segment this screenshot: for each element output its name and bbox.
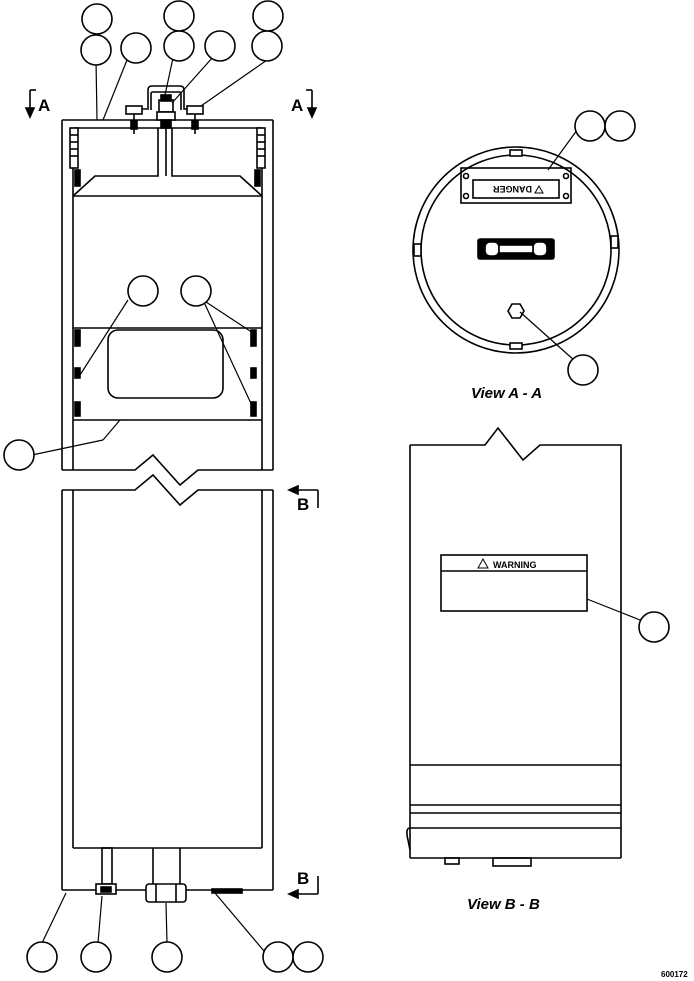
callout-balloon (120, 32, 152, 64)
callout-balloon (251, 30, 283, 62)
callout-balloon (262, 941, 294, 973)
section-marker-a-left: A (38, 96, 50, 115)
leader-lines (31, 56, 641, 952)
callout-balloon (204, 30, 236, 62)
warning-plate-text: WARNING (493, 560, 537, 570)
callout-balloon (567, 354, 599, 386)
callout-balloon (604, 110, 636, 142)
callout-balloon (80, 941, 112, 973)
view-aa-caption: View A - A (471, 385, 542, 402)
callout-balloons (3, 0, 670, 973)
callout-balloon (252, 0, 284, 32)
warning-triangle-icon (534, 184, 544, 194)
section-marker-b-top: B (297, 495, 309, 514)
callout-balloon (180, 275, 212, 307)
callout-balloon (638, 611, 670, 643)
callout-balloon (127, 275, 159, 307)
callout-balloon (80, 34, 112, 66)
section-marker-b-bottom: B (297, 869, 309, 888)
callout-balloon (163, 0, 195, 32)
view-aa-end-view (412, 146, 620, 354)
top-terminal-hardware (125, 85, 204, 176)
warning-triangle-icon (477, 557, 489, 569)
callout-balloon (81, 3, 113, 35)
callout-balloon (151, 941, 183, 973)
section-arrows (24, 89, 319, 900)
view-bb-caption: View B - B (467, 896, 540, 913)
callout-balloon (3, 439, 35, 471)
lower-housing-section (61, 473, 274, 903)
section-marker-a-right: A (291, 96, 303, 115)
view-bb-side-view (406, 426, 622, 867)
callout-balloon (163, 30, 195, 62)
callout-balloon (292, 941, 324, 973)
figure-id: 600172 (661, 970, 688, 979)
callout-balloon (26, 941, 58, 973)
callout-balloon (574, 110, 606, 142)
upper-housing-section (61, 119, 274, 487)
danger-plate-text: DANGER (492, 184, 532, 194)
